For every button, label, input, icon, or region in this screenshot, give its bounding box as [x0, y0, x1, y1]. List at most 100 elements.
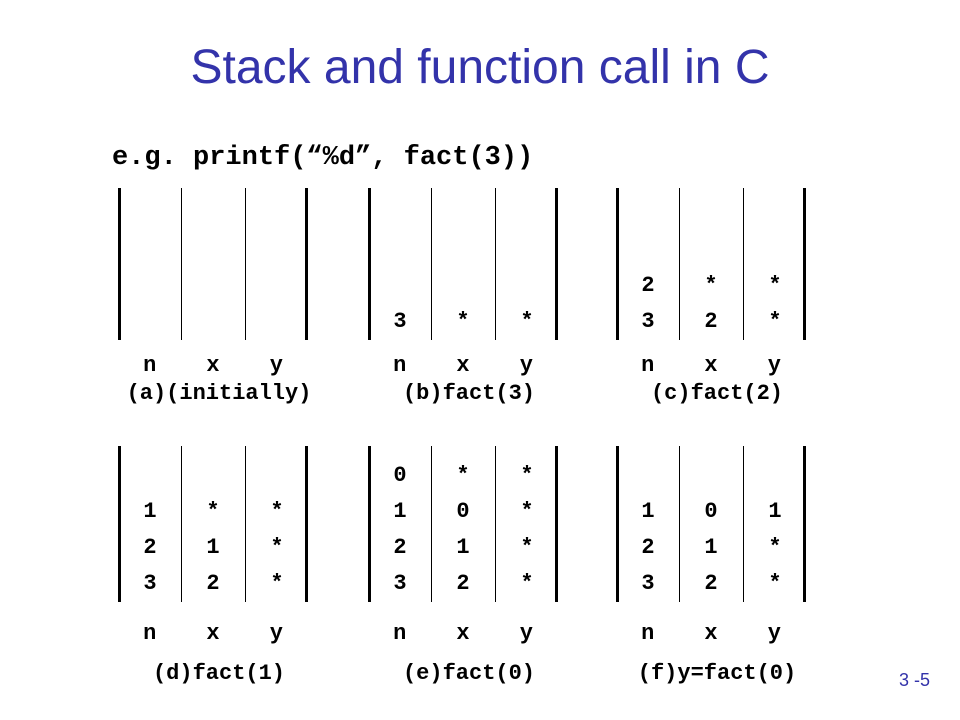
stack-column-n: 3 — [368, 304, 432, 340]
stack-cell: * — [520, 535, 534, 560]
slide-number: 3 -5 — [898, 670, 930, 690]
stack-cell: 3 — [641, 309, 655, 334]
diagram-caption: (e)fact(0) — [402, 661, 536, 686]
stack-divider — [245, 446, 246, 602]
stack-divider — [245, 188, 246, 340]
stack-divider — [305, 446, 308, 602]
stack-column-y: * * 1 — [743, 494, 807, 602]
stack-cell: * — [704, 273, 718, 298]
stack-divider — [305, 188, 308, 340]
stack-divider — [803, 446, 806, 602]
stack-divider — [555, 188, 558, 340]
stack-cell: * — [270, 535, 284, 560]
stack-divider — [616, 188, 619, 340]
stack-divider — [431, 188, 432, 340]
column-header: x — [206, 621, 220, 646]
stack-cell: 3 — [641, 571, 655, 596]
stack-divider — [679, 188, 680, 340]
column-header: y — [767, 353, 781, 378]
column-header: n — [641, 621, 655, 646]
stack-cell: 2 — [456, 571, 470, 596]
stack-divider — [118, 446, 121, 602]
column-header: y — [269, 621, 283, 646]
stack-cell: 1 — [143, 499, 157, 524]
code-example: e.g. printf(“%d”, fact(3)) — [112, 143, 534, 173]
stack-box — [118, 188, 308, 340]
stack-cell: * — [768, 571, 782, 596]
stack-cell: * — [520, 499, 534, 524]
stack-divider — [118, 188, 121, 340]
stack-cell: * — [768, 273, 782, 298]
stack-column-n: 3 2 1 0 — [368, 458, 432, 602]
stack-cell: 2 — [393, 535, 407, 560]
diagram-caption: (a)(initially) — [126, 381, 312, 406]
stack-cell: * — [520, 309, 534, 334]
stack-cell: * — [456, 309, 470, 334]
column-header: y — [519, 353, 533, 378]
column-header: y — [519, 621, 533, 646]
stack-cell: * — [520, 463, 534, 488]
stack-cell: 1 — [393, 499, 407, 524]
column-header: n — [393, 621, 407, 646]
stack-cell: 3 — [393, 309, 407, 334]
stack-divider — [743, 446, 744, 602]
stack-cell: * — [768, 309, 782, 334]
page-title: Stack and function call in C — [190, 41, 770, 94]
stack-cell: 2 — [206, 571, 220, 596]
diagram-caption: (c)fact(2) — [650, 381, 784, 406]
column-header: y — [269, 353, 283, 378]
stack-cell: 2 — [143, 535, 157, 560]
column-header: x — [456, 353, 470, 378]
column-header: y — [767, 621, 781, 646]
stack-divider — [431, 446, 432, 602]
stack-cell: * — [270, 571, 284, 596]
column-header: x — [456, 621, 470, 646]
stack-cell: 2 — [704, 309, 718, 334]
stack-column-y: * — [495, 304, 559, 340]
stack-divider — [803, 188, 806, 340]
stack-cell: 3 — [393, 571, 407, 596]
stack-cell: 1 — [456, 535, 470, 560]
stack-divider — [616, 446, 619, 602]
stack-cell: * — [520, 571, 534, 596]
stack-column-x: 2 1 * — [181, 494, 245, 602]
stack-divider — [368, 446, 371, 602]
stack-divider — [555, 446, 558, 602]
stack-cell: 0 — [704, 499, 718, 524]
stack-cell: 0 — [393, 463, 407, 488]
stack-cell: 2 — [641, 273, 655, 298]
stack-box: 3 * * — [368, 188, 558, 340]
stack-cell: 1 — [206, 535, 220, 560]
diagram-caption: (d)fact(1) — [152, 661, 286, 686]
stack-cell: * — [206, 499, 220, 524]
stack-column-x: 2* — [679, 268, 743, 340]
column-header: n — [143, 621, 157, 646]
column-header: x — [704, 353, 718, 378]
column-header: n — [641, 353, 655, 378]
stack-column-n: 3 2 1 — [118, 494, 182, 602]
stack-divider — [743, 188, 744, 340]
column-header: n — [393, 353, 407, 378]
stack-cell: 3 — [143, 571, 157, 596]
diagram-caption: (f)y=fact(0) — [637, 661, 797, 686]
stack-cell: 2 — [704, 571, 718, 596]
stack-column-y: * * * * — [495, 458, 559, 602]
stack-cell: * — [768, 535, 782, 560]
stack-cell: 1 — [768, 499, 782, 524]
stack-divider — [495, 188, 496, 340]
stack-cell: * — [270, 499, 284, 524]
stack-cell: 0 — [456, 499, 470, 524]
